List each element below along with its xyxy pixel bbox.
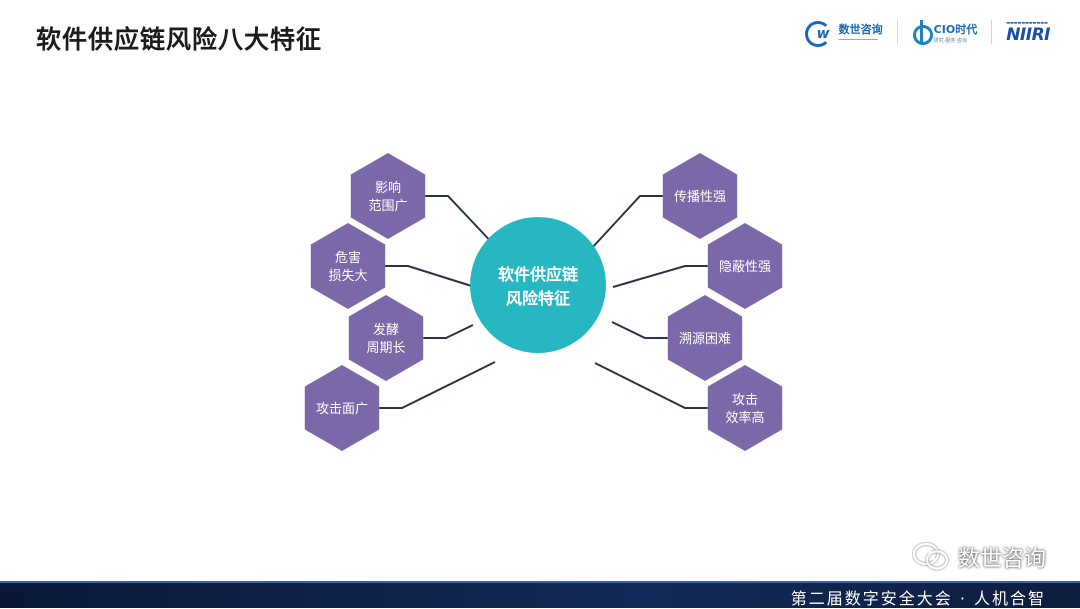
risk-node-label: 周期长 xyxy=(366,341,405,356)
risk-node-label: 攻击 xyxy=(732,393,758,408)
connector-left-4 xyxy=(379,361,496,409)
risk-node-label: 损失大 xyxy=(328,269,367,284)
connector-lines xyxy=(379,195,708,409)
logo-cio-tagline: 研究·服务·咨询 xyxy=(933,37,967,44)
logo-shushi: w 数世咨询 ━━━━━━━━━━━━━ xyxy=(791,14,897,50)
hexagon-shape xyxy=(304,365,380,451)
watermark: 数世咨询 xyxy=(912,540,1046,574)
logo-cio: CIO时代 研究·服务·咨询 xyxy=(898,14,992,50)
connector-right-1 xyxy=(590,195,663,250)
connector-right-3 xyxy=(611,321,668,339)
hexagon-shape xyxy=(310,223,386,309)
logo-niiri-name: NIIRI xyxy=(1006,24,1050,45)
risk-node-label: 发酵 xyxy=(373,322,399,338)
logo-shushi-name: 数世咨询 xyxy=(838,23,883,36)
logo-shushi-subtitle: ━━━━━━━━━━━━━ xyxy=(838,37,878,43)
footer-text: 第二届数字安全大会 · 人机合智 xyxy=(790,589,1046,608)
risk-node-right-2: 隐蔽性强 xyxy=(707,223,783,309)
connector-right-4 xyxy=(594,362,708,409)
wechat-icon xyxy=(912,542,949,570)
shushi-logo-icon: w xyxy=(804,19,839,47)
hexagon-shape xyxy=(350,153,426,239)
logo-bar: w 数世咨询 ━━━━━━━━━━━━━ CIO时代 研究·服务·咨询 ▬▬▬▬… xyxy=(791,14,1050,50)
logo-niiri: ▬▬▬▬▬▬▬▬▬▬▬ NIIRI xyxy=(992,14,1050,50)
connector-left-2 xyxy=(385,265,479,289)
risk-node-label: 传播性强 xyxy=(674,190,726,205)
center-label: 风险特征 xyxy=(506,289,570,308)
risk-node-label: 隐蔽性强 xyxy=(719,260,771,275)
risk-node-label: 危害 xyxy=(335,250,361,266)
risk-node-label: 影响 xyxy=(375,180,401,196)
risk-node-label: 效率高 xyxy=(725,410,764,426)
connector-left-3 xyxy=(423,324,474,339)
risk-node-right-1: 传播性强 xyxy=(662,153,738,239)
hexagon-shape xyxy=(662,153,738,239)
hexagon-shape xyxy=(707,365,783,451)
logo-niiri-top: ▬▬▬▬▬▬▬▬▬▬▬ xyxy=(1006,19,1048,25)
risk-node-left-4: 攻击面广 xyxy=(304,365,380,451)
logo-divider xyxy=(991,20,993,44)
page-title: 软件供应链风险八大特征 xyxy=(36,25,323,54)
hexagon-shape xyxy=(667,295,743,381)
hexagon-shape xyxy=(707,223,783,309)
watermark-text: 数世咨询 xyxy=(957,547,1046,572)
center-label: 软件供应链 xyxy=(498,265,579,284)
risk-node-label: 溯源困难 xyxy=(679,331,731,347)
footer-bar: 第二届数字安全大会 · 人机合智 xyxy=(0,581,1080,608)
cio-logo-icon xyxy=(912,20,934,45)
logo-divider xyxy=(896,20,898,44)
risk-node-right-3: 溯源困难 xyxy=(667,295,743,381)
risk-node-label: 范围广 xyxy=(368,199,407,214)
risk-node-label: 攻击面广 xyxy=(316,402,368,417)
connector-left-1 xyxy=(425,195,498,249)
footer-strip xyxy=(0,581,1080,583)
center-circle xyxy=(470,217,606,353)
hexagon-shape xyxy=(348,295,424,381)
logo-cio-name: CIO时代 xyxy=(933,22,978,36)
connector-right-2 xyxy=(612,265,708,288)
